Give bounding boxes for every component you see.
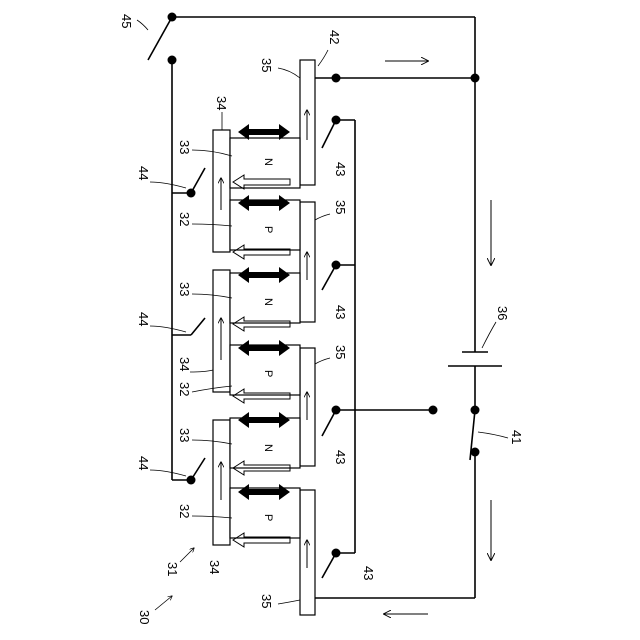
ref-31: 31 — [165, 562, 180, 576]
ref-45: 45 — [119, 14, 134, 28]
power-supply-36 — [448, 352, 502, 366]
ref-43-a: 43 — [333, 162, 348, 176]
p-label-2: P — [262, 370, 274, 377]
ref-35-c: 35 — [333, 345, 348, 359]
n-label-1: N — [262, 158, 274, 166]
left-electrodes — [213, 130, 230, 545]
ref-42: 42 — [327, 30, 342, 44]
n-label-2: N — [262, 298, 274, 306]
p-label-3: P — [262, 514, 274, 521]
ref-34-b: 34 — [177, 357, 192, 371]
ref-44-b: 44 — [136, 312, 151, 326]
ref-36: 36 — [495, 306, 510, 320]
thermo-elements — [230, 138, 300, 538]
rail-node — [471, 74, 480, 83]
ref-43-c: 43 — [333, 450, 348, 464]
ref-35-a: 35 — [259, 58, 274, 72]
ref-34-c: 34 — [207, 560, 222, 574]
terminal-42-node — [332, 74, 341, 83]
ref-32-c: 32 — [177, 504, 192, 518]
n-label-3: N — [262, 444, 274, 452]
ref-32-a: 32 — [177, 212, 192, 226]
ref-41: 41 — [509, 430, 524, 444]
ref-43-d: 43 — [361, 566, 376, 580]
ref-43-b: 43 — [333, 305, 348, 319]
ref-44-c: 44 — [136, 456, 151, 470]
switch-45[interactable] — [148, 13, 177, 65]
ref-44-a: 44 — [136, 166, 151, 180]
p-label-1: P — [262, 226, 274, 233]
right-electrodes — [300, 60, 315, 615]
ref-33-b: 33 — [177, 282, 192, 296]
ref-35-b: 35 — [333, 200, 348, 214]
reference-labels: 45 42 35 35 35 35 43 43 43 43 44 44 44 3… — [119, 14, 524, 624]
ref-34-a: 34 — [214, 96, 229, 110]
open-node — [429, 406, 438, 415]
ref-35-d: 35 — [259, 594, 274, 608]
ref-30: 30 — [137, 610, 152, 624]
ref-33-a: 33 — [177, 140, 192, 154]
switch-41[interactable] — [470, 406, 480, 461]
ref-32-b: 32 — [177, 382, 192, 396]
ref-33-c: 33 — [177, 428, 192, 442]
